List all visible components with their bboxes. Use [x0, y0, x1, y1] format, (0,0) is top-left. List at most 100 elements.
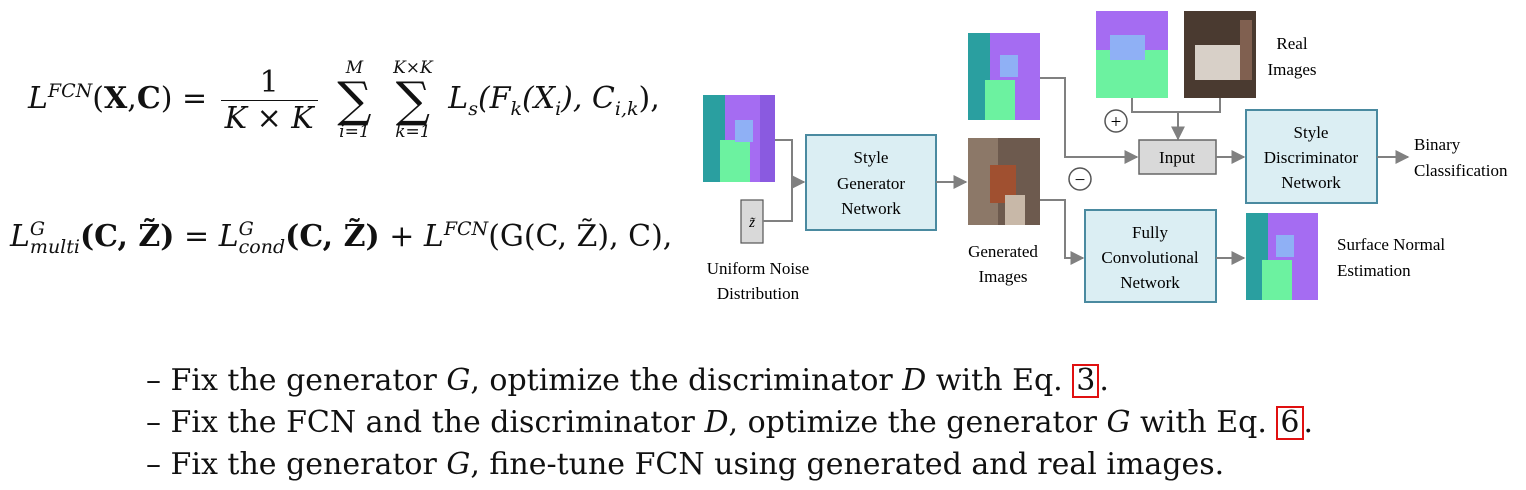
eq1-paren: (	[92, 81, 104, 116]
eq2-L-multi: L	[10, 219, 30, 254]
bullet-dash: –	[146, 447, 161, 482]
style-generator-label-3: Network	[841, 199, 901, 218]
bullet-text: Fix the generator	[170, 363, 447, 398]
eq1-X: X	[104, 81, 128, 116]
eq2-G-sup-2: G	[238, 218, 254, 240]
surface-normal-label-2: Estimation	[1337, 261, 1411, 280]
eq1-sum-i: M ∑ i=1	[337, 58, 371, 142]
eq1-end: ),	[638, 81, 660, 116]
real-images-label-2: Images	[1267, 60, 1316, 79]
eq1-paren-close: )	[160, 81, 173, 116]
eq1-frac-num: 1	[259, 64, 279, 100]
style-discriminator-label-3: Network	[1281, 173, 1341, 192]
bullet-text: .	[1303, 405, 1314, 440]
eq1-F: (F	[477, 81, 511, 116]
style-generator-network	[805, 134, 937, 231]
eq2-L-fcn: L	[423, 219, 444, 254]
bullet-text: .	[1099, 363, 1109, 398]
noise-symbol: z̃	[748, 215, 755, 231]
fully-convolutional-network	[1084, 209, 1217, 303]
style-generator-label-2: Generator	[837, 174, 905, 193]
binary-classification-label-1: Binary	[1414, 135, 1461, 154]
eq2-equals: =	[184, 219, 210, 254]
eq2-multi-sub: multi	[29, 236, 80, 258]
bullet-text: , optimize the discriminator	[470, 363, 903, 398]
eq1-sum-k: K×K ∑ k=1	[393, 58, 433, 142]
sum-k-bottom: k=1	[395, 122, 431, 142]
plus-sign: +	[1111, 112, 1122, 133]
surface-normal-label-1: Surface Normal	[1337, 235, 1445, 254]
arrow-generated-to-fcn	[1040, 199, 1085, 265]
list-item: – Fix the FCN and the discriminator D, o…	[146, 402, 1313, 444]
eq2-args-2: (C, Z̃)	[285, 219, 380, 254]
eq1-i-sub: i	[555, 98, 562, 120]
arrow-noise-to-generator	[763, 182, 793, 222]
bullet-text: , optimize the generator	[728, 405, 1107, 440]
real-images-label-1: Real	[1276, 34, 1307, 53]
arrow-generated-top-to-input	[1040, 77, 1139, 164]
eq1-C-ik: ), C	[561, 81, 615, 116]
style-discriminator-label-2: Discriminator	[1264, 148, 1359, 167]
generated-rgb-image	[968, 138, 1040, 225]
bullet-var: G	[446, 447, 471, 482]
uniform-noise-label-1: Uniform Noise	[707, 259, 809, 278]
eq1-C: C	[136, 81, 161, 116]
bullet-text: with Eq.	[1130, 405, 1277, 440]
eq1-fraction: 1 K × K	[220, 64, 318, 136]
eq2-L-cond: L	[218, 219, 239, 254]
eq1-X-i: (X	[522, 81, 556, 116]
uniform-noise-label-2: Distribution	[717, 284, 800, 303]
eq1-k-sub: k	[510, 98, 523, 120]
eq1-ik-sub: i,k	[614, 98, 639, 120]
bullet-text: Fix the generator	[170, 447, 447, 482]
fcn-label-3: Network	[1120, 273, 1180, 292]
arrow-real-to-input	[1131, 98, 1221, 139]
fcn-loss-equation: LFCN(X,C) = 1 K × K M ∑ i=1 K×K ∑ k=1 Ls…	[28, 58, 660, 142]
bullet-text: Fix the FCN and the discriminator	[170, 405, 705, 440]
eq1-s-sub: s	[468, 98, 478, 120]
eq1-Ls: L	[448, 81, 469, 116]
sum-i-bottom: i=1	[339, 122, 370, 142]
fcn-label-2: Convolutional	[1101, 248, 1199, 267]
eq1-fcn-sup: FCN	[47, 80, 93, 102]
binary-classification-label-2: Classification	[1414, 161, 1508, 180]
fcn-label-1: Fully	[1132, 223, 1168, 242]
style-generator-label-1: Style	[854, 148, 889, 167]
minus-sign: −	[1075, 170, 1086, 191]
eq2-args-3: (G(C, Z̃), C),	[488, 219, 673, 254]
bullet-var: D	[902, 363, 927, 398]
input-box	[1138, 139, 1217, 175]
bullet-var: D	[704, 405, 729, 440]
training-steps-list: – Fix the generator G , optimize the disc…	[146, 360, 1313, 486]
minus-marker	[1068, 167, 1092, 191]
eq1-comma: ,	[127, 81, 137, 116]
eq1-L: L	[28, 81, 48, 116]
equation-ref-link[interactable]: 3	[1072, 364, 1100, 398]
sum-i-top: M	[345, 58, 364, 78]
sum-k-sigma: ∑	[395, 72, 431, 128]
eq1-frac-den: K × K	[220, 99, 318, 136]
input-label: Input	[1159, 148, 1195, 167]
sum-i-sigma: ∑	[337, 72, 372, 128]
real-normal-image	[1096, 11, 1168, 98]
eq1-equals: =	[181, 81, 208, 116]
generated-images-label-1: Generated	[968, 242, 1038, 261]
sum-k-top: K×K	[393, 58, 433, 78]
bullet-text: , fine-tune FCN using generated and real…	[470, 447, 1225, 482]
list-item: – Fix the generator G, optimize the disc…	[146, 360, 1313, 402]
plus-marker	[1104, 109, 1128, 133]
equation-ref-link[interactable]: 6	[1276, 406, 1304, 440]
arrow-input-to-generator	[775, 139, 806, 189]
eq2-cond-sub: cond	[238, 236, 286, 258]
bullet-dash: –	[146, 405, 161, 440]
eq2-G-sup-1: G	[29, 218, 46, 240]
output-normal-image	[1246, 213, 1318, 300]
style-discriminator-label-1: Style	[1294, 123, 1329, 142]
bullet-var: G	[1106, 405, 1131, 440]
input-normal-image	[703, 95, 775, 182]
eq2-fcn-sup: FCN	[443, 218, 489, 240]
eq2-args-1: (C, Z̃)	[79, 219, 175, 254]
eq2-plus: +	[389, 219, 415, 254]
bullet-dash: –	[146, 363, 161, 398]
bullet-text: with Eq.	[926, 363, 1073, 398]
